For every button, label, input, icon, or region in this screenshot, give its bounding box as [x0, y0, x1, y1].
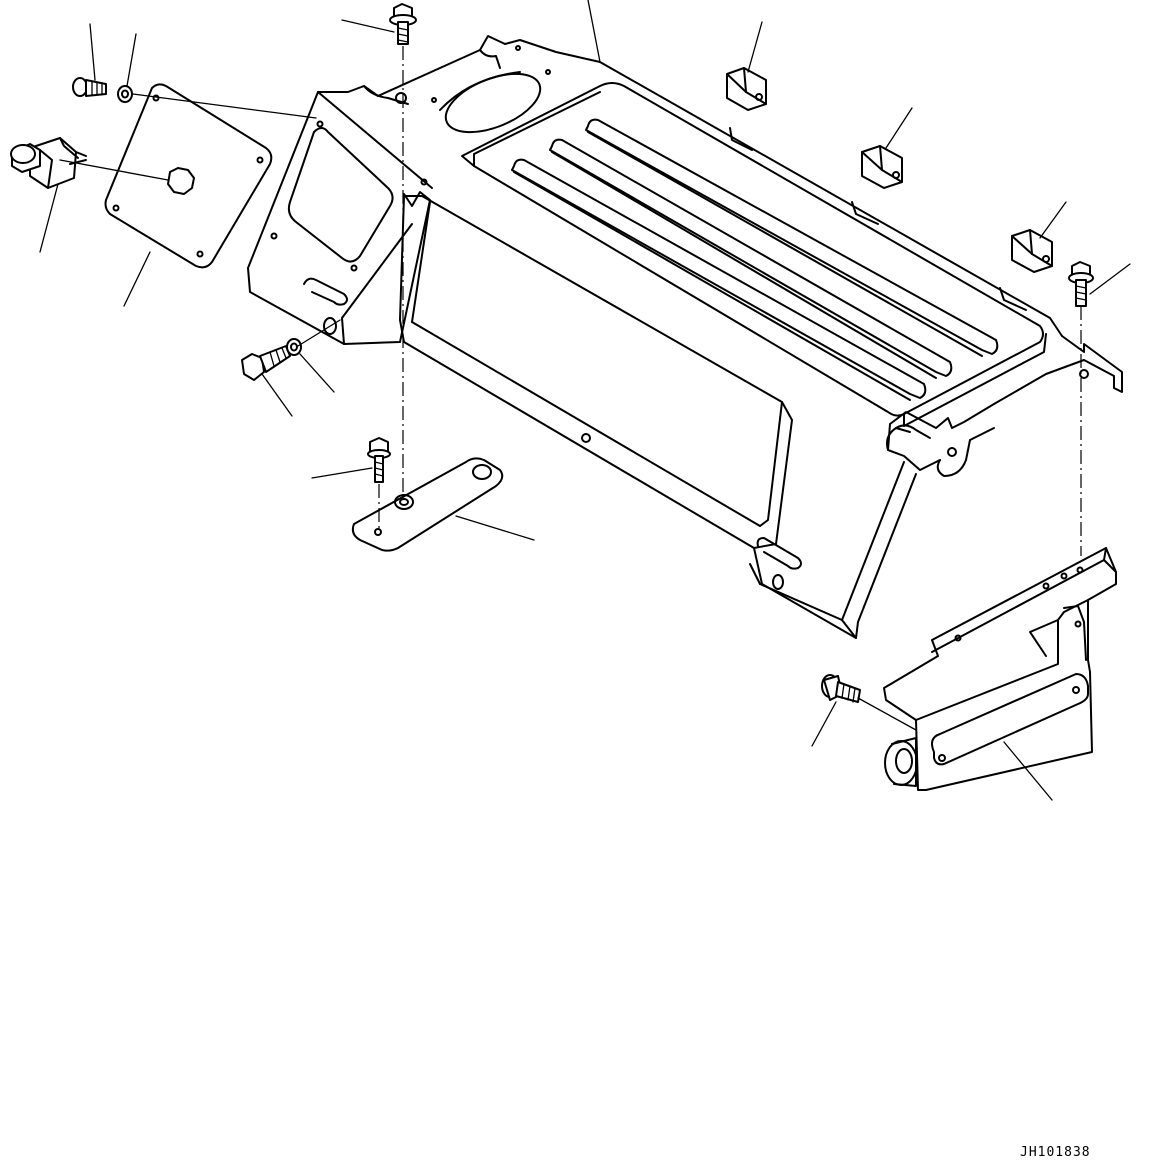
main-tray-cover — [248, 36, 1122, 638]
clip-3 — [1012, 230, 1052, 272]
bolt-right — [1069, 262, 1093, 306]
drawing-code-label: JH101838 — [1020, 1145, 1091, 1160]
clip-1 — [727, 68, 766, 110]
flange-bolt-bottom-right — [822, 675, 860, 702]
leader-lines — [40, 0, 1130, 800]
screw-top-left — [73, 78, 106, 96]
bolt-top-center — [390, 4, 416, 44]
bracket-bottom-right — [884, 548, 1116, 790]
cover-plate — [106, 84, 272, 267]
small-plate — [353, 458, 502, 550]
bolt-left-middle — [242, 346, 290, 380]
assembly-centerlines — [60, 46, 1081, 730]
washer-left-middle — [287, 339, 301, 355]
bolt-lower-middle — [368, 438, 390, 482]
washer-top-left — [118, 86, 132, 102]
push-switch — [11, 138, 86, 188]
clip-2 — [862, 146, 902, 188]
